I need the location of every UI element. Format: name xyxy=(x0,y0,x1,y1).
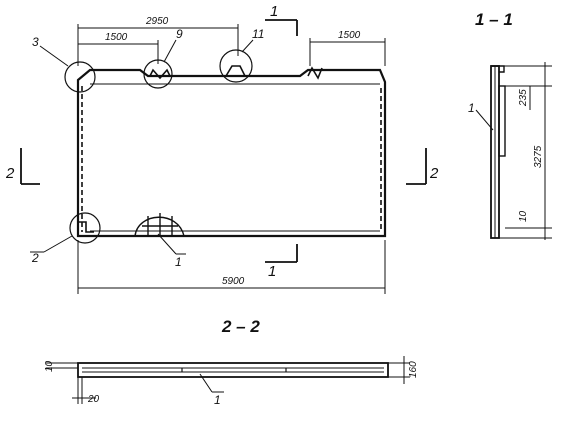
sec11-leader-1 xyxy=(475,109,494,131)
detail-circle-2 xyxy=(69,212,101,244)
sec11-dim-235: 235 xyxy=(518,89,529,107)
sec22-leader-1 xyxy=(199,373,213,393)
loop-notch-9 xyxy=(149,68,171,80)
dim-1500-right: 1500 xyxy=(338,30,361,41)
leader-3 xyxy=(39,45,69,67)
corner-notch-2 xyxy=(78,221,94,233)
loop-notch-11 xyxy=(225,65,246,77)
sec22-dim-160: 160 xyxy=(408,361,419,378)
leader-9 xyxy=(163,39,177,63)
leader-2 xyxy=(43,235,73,253)
detail-circle-3 xyxy=(64,61,96,93)
dim-1500-left: 1500 xyxy=(105,32,128,43)
cut-label-right: 2 xyxy=(429,165,439,182)
cut-mark-top xyxy=(265,19,298,36)
section-2-2-slab xyxy=(77,362,389,378)
section-1-1: 1 – 1 235 3275 10 1 xyxy=(468,10,552,240)
dim-2950: 2950 xyxy=(145,16,169,27)
cut-mark-right xyxy=(406,148,427,185)
plan-view: 2950 1500 1500 5900 1 1 2 2 3 9 11 2 1 xyxy=(5,3,439,294)
loop-notch-right xyxy=(307,66,323,80)
cut-label-top: 1 xyxy=(270,3,278,20)
cut-label-left: 2 xyxy=(5,165,15,182)
callout-9: 9 xyxy=(176,27,183,41)
callout-11: 11 xyxy=(252,27,264,41)
leader-1 xyxy=(157,233,177,255)
callout-2: 2 xyxy=(31,251,39,265)
sec11-dim-3275: 3275 xyxy=(533,145,544,168)
sec11-dim-10: 10 xyxy=(518,210,529,222)
detail-circle-11 xyxy=(219,49,253,83)
section-2-2: 2 – 2 10 20 160 1 xyxy=(44,317,419,407)
callout-3: 3 xyxy=(32,35,39,49)
sec22-callout-1: 1 xyxy=(214,393,221,407)
leader-11 xyxy=(241,39,254,53)
dim-5900: 5900 xyxy=(222,276,245,287)
section-1-1-title: 1 – 1 xyxy=(475,10,513,29)
callout-1: 1 xyxy=(175,255,182,269)
cut-mark-bottom xyxy=(265,244,298,263)
panel-outline xyxy=(76,68,387,238)
bottom-insert xyxy=(134,213,185,237)
sec22-dim-20: 20 xyxy=(87,394,100,405)
cut-label-bottom: 1 xyxy=(268,263,276,280)
section-2-2-title: 2 – 2 xyxy=(221,317,260,336)
section-1-1-flange xyxy=(491,65,505,73)
sec11-callout-1: 1 xyxy=(468,101,475,115)
sec22-dim-10: 10 xyxy=(44,360,55,372)
cut-mark-left xyxy=(20,148,40,185)
